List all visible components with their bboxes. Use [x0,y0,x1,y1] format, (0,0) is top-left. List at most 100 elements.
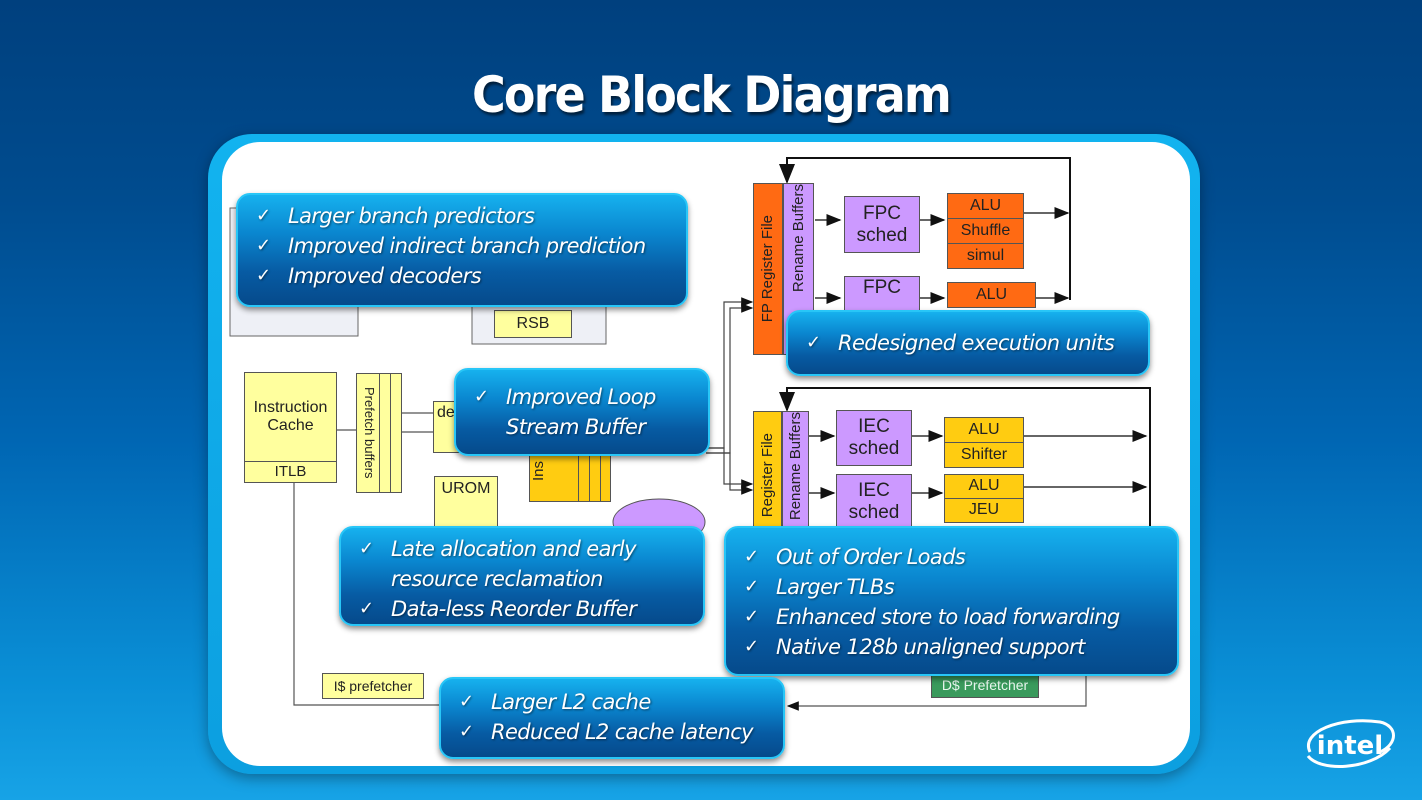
urom-label: UROM [441,480,491,497]
fp-unit-alu: ALU [947,193,1024,219]
dispatch-to-int-1 [706,447,754,489]
int-unit-alu-2: ALU [944,474,1024,499]
check-icon: ✓ [474,386,489,407]
fpc-sched-bottom-label: FPC [863,277,901,298]
check-icon: ✓ [256,205,271,226]
i-prefetcher-box: I$ prefetcher [322,673,424,699]
slide-title: Core Block Diagram [471,66,952,124]
callout-item: ✓Reduced L2 cache latency [459,717,773,747]
itlb-label: ITLB [274,463,307,481]
callout-item-text: Larger L2 cache [491,690,651,714]
check-icon: ✓ [744,636,759,657]
iec-sched-top: IEC sched [836,410,912,466]
fp-unit-label: ALU [975,285,1008,303]
callout-item-text: Larger TLBs [776,575,895,599]
iec-sched-bottom: IEC sched [836,474,912,530]
callout-item-text: Data-less Reorder Buffer [391,597,637,621]
callout-allocation: ✓ Late allocation and early resource recl… [339,526,705,626]
callout-l2-cache: ✓ Larger L2 cache ✓Reduced L2 cache laten… [439,677,785,759]
callout-item: ✓ Larger L2 cache [459,687,773,717]
intel-logo: intel [1300,712,1400,774]
fp-unit-shuffle: Shuffle [947,218,1024,244]
callout-item-text: Improved Loop Stream Buffer [506,385,656,439]
check-icon: ✓ [459,721,474,742]
buffer-divider [390,374,391,492]
callout-memory: ✓Out of Order Loads ✓ Larger TLBs ✓ Enhanc… [724,526,1179,676]
callout-loop-stream-buffer: ✓ Improved Loop Stream Buffer [454,368,710,456]
callout-branch-prediction: ✓ Larger branch predictors ✓ Improved indi… [236,193,688,307]
int-unit-label: ALU [968,420,1000,438]
instruction-cache-box: Instruction Cache [244,372,337,462]
fp-unit-alu-2: ALU [947,282,1036,308]
check-icon: ✓ [744,606,759,627]
dispatch-to-fp-2 [706,303,754,454]
callout-execution-units: ✓ Redesigned execution units [786,310,1150,376]
callout-item: ✓ Improved Loop Stream Buffer [474,382,684,442]
int-unit-jeu: JEU [944,498,1024,523]
fp-writeback-line [779,157,1071,300]
fp-register-file-label: FP Register File [759,215,777,323]
callout-item-text: Late allocation and early resource recla… [391,537,637,591]
int-unit-label: Shifter [960,445,1008,463]
int-register-file: Register File [753,411,782,539]
fp-unit-simul: simul [947,243,1024,269]
int-writeback-line [779,387,1151,530]
callout-item-text: Larger branch predictors [288,204,535,228]
callout-item: ✓ Improved indirect branch prediction [256,231,676,261]
callout-item-text: Native 128b unaligned support [776,635,1085,659]
callout-item: ✓ Data-less Reorder Buffer [359,594,693,624]
instruction-cache-label: Instruction Cache [253,398,328,434]
check-icon: ✓ [359,538,374,559]
i-prefetcher-label: I$ prefetcher [333,677,413,694]
fp-unit-label: simul [966,246,1005,264]
dispatch-to-int-2 [706,452,754,495]
callout-item: ✓ Enhanced store to load forwarding [744,602,1167,632]
check-icon: ✓ [256,265,271,286]
itlb-to-l2-line [293,483,440,706]
buffer-divider [379,374,380,492]
queue-divider [578,441,579,501]
dcache-to-l2-line [786,668,1087,711]
callout-item: ✓ Larger branch predictors [256,201,676,231]
fpc-sched-top: FPC sched [844,196,920,253]
queue-divider [600,441,601,501]
check-icon: ✓ [744,576,759,597]
fp-unit-label: ALU [969,196,1002,214]
itlb-box: ITLB [244,461,337,483]
int-unit-label: ALU [968,477,1000,495]
callout-item: ✓ Late allocation and early resource recl… [359,534,659,594]
check-icon: ✓ [459,691,474,712]
fpc-sched-bottom: FPC [844,276,920,316]
instruction-queue-label: Ins [530,460,547,481]
prefetch-buffers-box: Prefetch buffers [356,373,402,493]
callout-item: ✓ Improved decoders [256,261,676,291]
callout-item-text: Redesigned execution units [838,331,1115,355]
rsb-label: RSB [516,314,550,332]
int-rename-buffers-label: Rename Buffers [786,412,804,521]
callout-item-text: Improved indirect branch prediction [288,234,646,258]
int-unit-label: JEU [968,501,1000,519]
callout-item-text: Enhanced store to load forwarding [776,605,1120,629]
callout-item: ✓ Redesigned execution units [806,328,1138,358]
fp-register-file: FP Register File [753,183,783,355]
intel-logo-text: intel [1317,731,1383,761]
check-icon: ✓ [359,598,374,619]
dispatch-to-fp-1 [706,297,754,449]
d-prefetcher-label: D$ Prefetcher [941,676,1029,693]
check-icon: ✓ [806,332,821,353]
callout-item: ✓ Native 128b unaligned support [744,632,1167,662]
int-rename-buffers: Rename Buffers [782,411,809,539]
check-icon: ✓ [256,235,271,256]
queue-divider [589,441,590,501]
callout-item: ✓Out of Order Loads [744,542,1167,572]
rsb-box: RSB [494,310,572,338]
fp-rename-buffers-label: Rename Buffers [789,184,807,293]
int-unit-shifter: Shifter [944,442,1024,468]
iec-sched-bottom-label: IEC sched [848,480,900,523]
check-icon: ✓ [744,546,759,567]
iec-sched-top-label: IEC sched [848,416,900,459]
int-register-file-label: Register File [758,432,776,518]
fpc-sched-top-label: FPC sched [856,202,908,246]
callout-item-text: Improved decoders [288,264,482,288]
callout-item: ✓ Larger TLBs [744,572,1167,602]
